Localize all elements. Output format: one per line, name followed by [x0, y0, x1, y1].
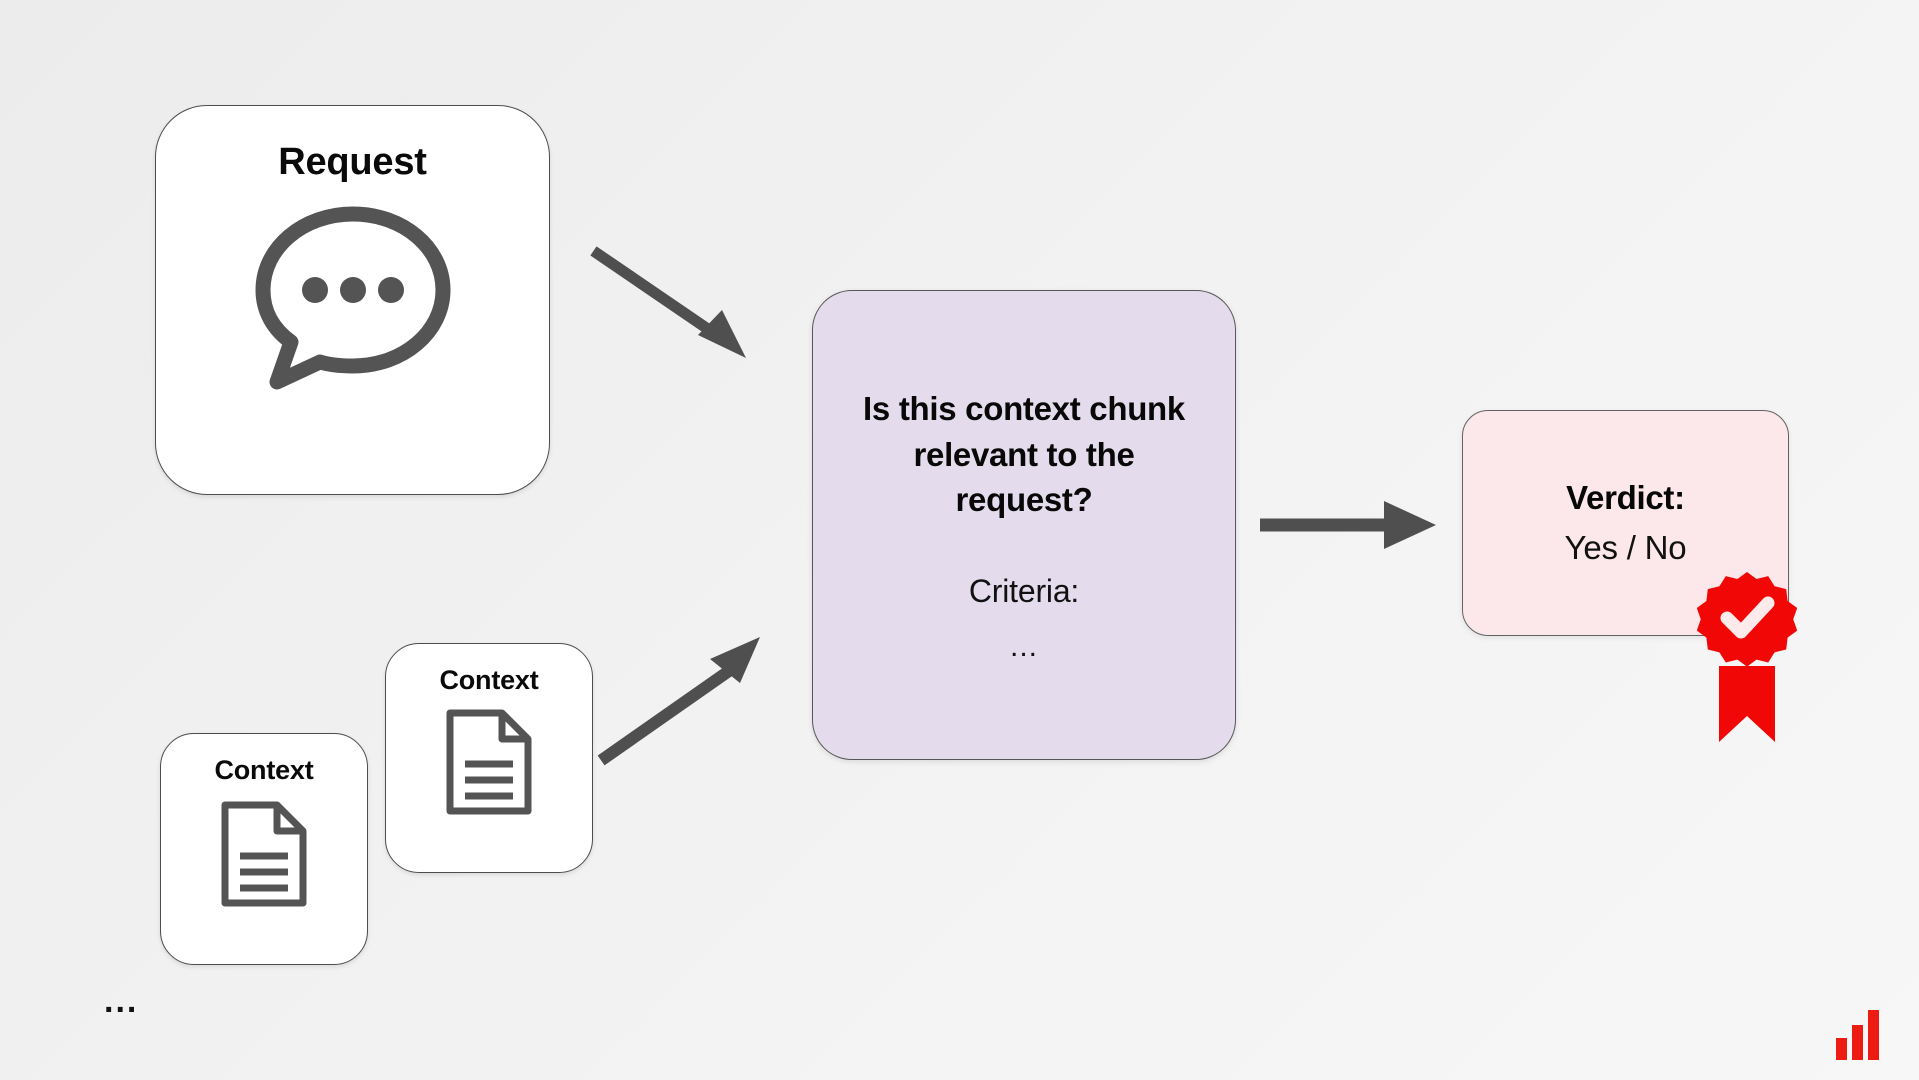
verdict-value: Yes / No	[1564, 529, 1687, 566]
prompt-criteria-ellipsis: ...	[1009, 629, 1038, 663]
document-icon	[219, 800, 309, 913]
request-card-label: Request	[278, 141, 427, 183]
context-card-back[interactable]: Context	[160, 733, 368, 965]
more-contexts-ellipsis: ...	[104, 982, 139, 1020]
chat-bubble-icon	[253, 206, 453, 396]
document-icon	[444, 708, 534, 821]
prompt-criteria-label: Criteria:	[968, 572, 1080, 609]
context-card-label: Context	[439, 665, 539, 695]
arrow-prompt-to-verdict	[1260, 501, 1436, 549]
verdict-label: Verdict:	[1566, 479, 1685, 516]
context-card-front[interactable]: Context	[385, 643, 593, 873]
verified-ribbon-icon	[1697, 572, 1797, 742]
arrow-request-to-prompt	[590, 246, 746, 358]
prompt-box[interactable]: Is this context chunk relevant to the re…	[812, 290, 1236, 760]
context-card-label: Context	[214, 755, 314, 785]
request-card[interactable]: Request	[155, 105, 550, 495]
arrow-context-to-prompt	[597, 637, 760, 766]
bar-chart-logo	[1836, 1010, 1879, 1060]
prompt-question-text: Is this context chunk relevant to the re…	[863, 390, 1185, 519]
